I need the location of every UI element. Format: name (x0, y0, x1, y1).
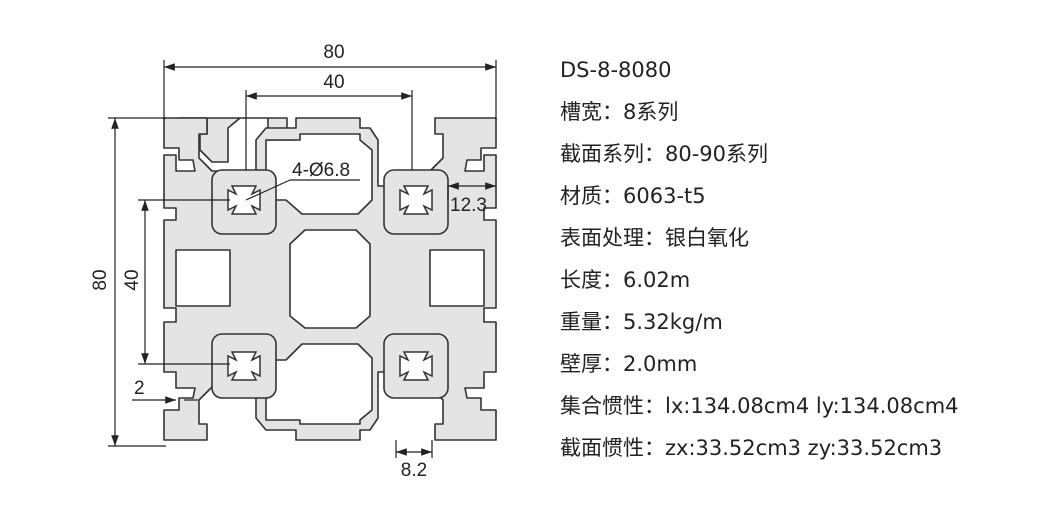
dim-height-total: 80 (90, 269, 111, 290)
dim-width-total: 80 (323, 42, 344, 63)
spec-wall-thickness: 壁厚：2.0mm (560, 352, 698, 376)
dim-wall: 2 (134, 378, 145, 399)
hole-top-left (227, 185, 261, 215)
dimension-lines (108, 60, 497, 458)
spec-length: 长度：6.02m (560, 268, 691, 292)
profile-drawing: 80 40 80 40 4-Ø6.8 12.3 2 8.2 (90, 42, 497, 481)
spec-material: 材质：6063-t5 (560, 184, 706, 208)
dim-width-inner: 40 (323, 72, 344, 93)
dim-slot-width: 8.2 (401, 460, 427, 481)
dim-hole: 4-Ø6.8 (292, 160, 350, 181)
hole-bottom-right (399, 351, 433, 381)
spec-surface-treatment: 表面处理：银白氧化 (560, 226, 749, 250)
hole-top-right (399, 185, 433, 215)
spec-moment-of-inertia: 集合惯性：lx:134.08cm4 ly:134.08cm4 (560, 394, 959, 418)
spec-section-series: 截面系列：80-90系列 (560, 142, 769, 166)
spec-weight: 重量：5.32kg/m (560, 310, 723, 334)
spec-list: DS-8-8080 槽宽：8系列 截面系列：80-90系列 材质：6063-t5… (560, 50, 959, 470)
spec-model: DS-8-8080 (560, 58, 672, 82)
spec-section-modulus: 截面惯性：zx:33.52cm3 zy:33.52cm3 (560, 436, 943, 460)
spec-slot-width: 槽宽：8系列 (560, 100, 679, 124)
corner-nodes (211, 169, 449, 399)
hole-bottom-left (227, 351, 261, 381)
dim-slot-offset: 12.3 (450, 195, 487, 216)
dim-height-inner: 40 (122, 269, 143, 290)
